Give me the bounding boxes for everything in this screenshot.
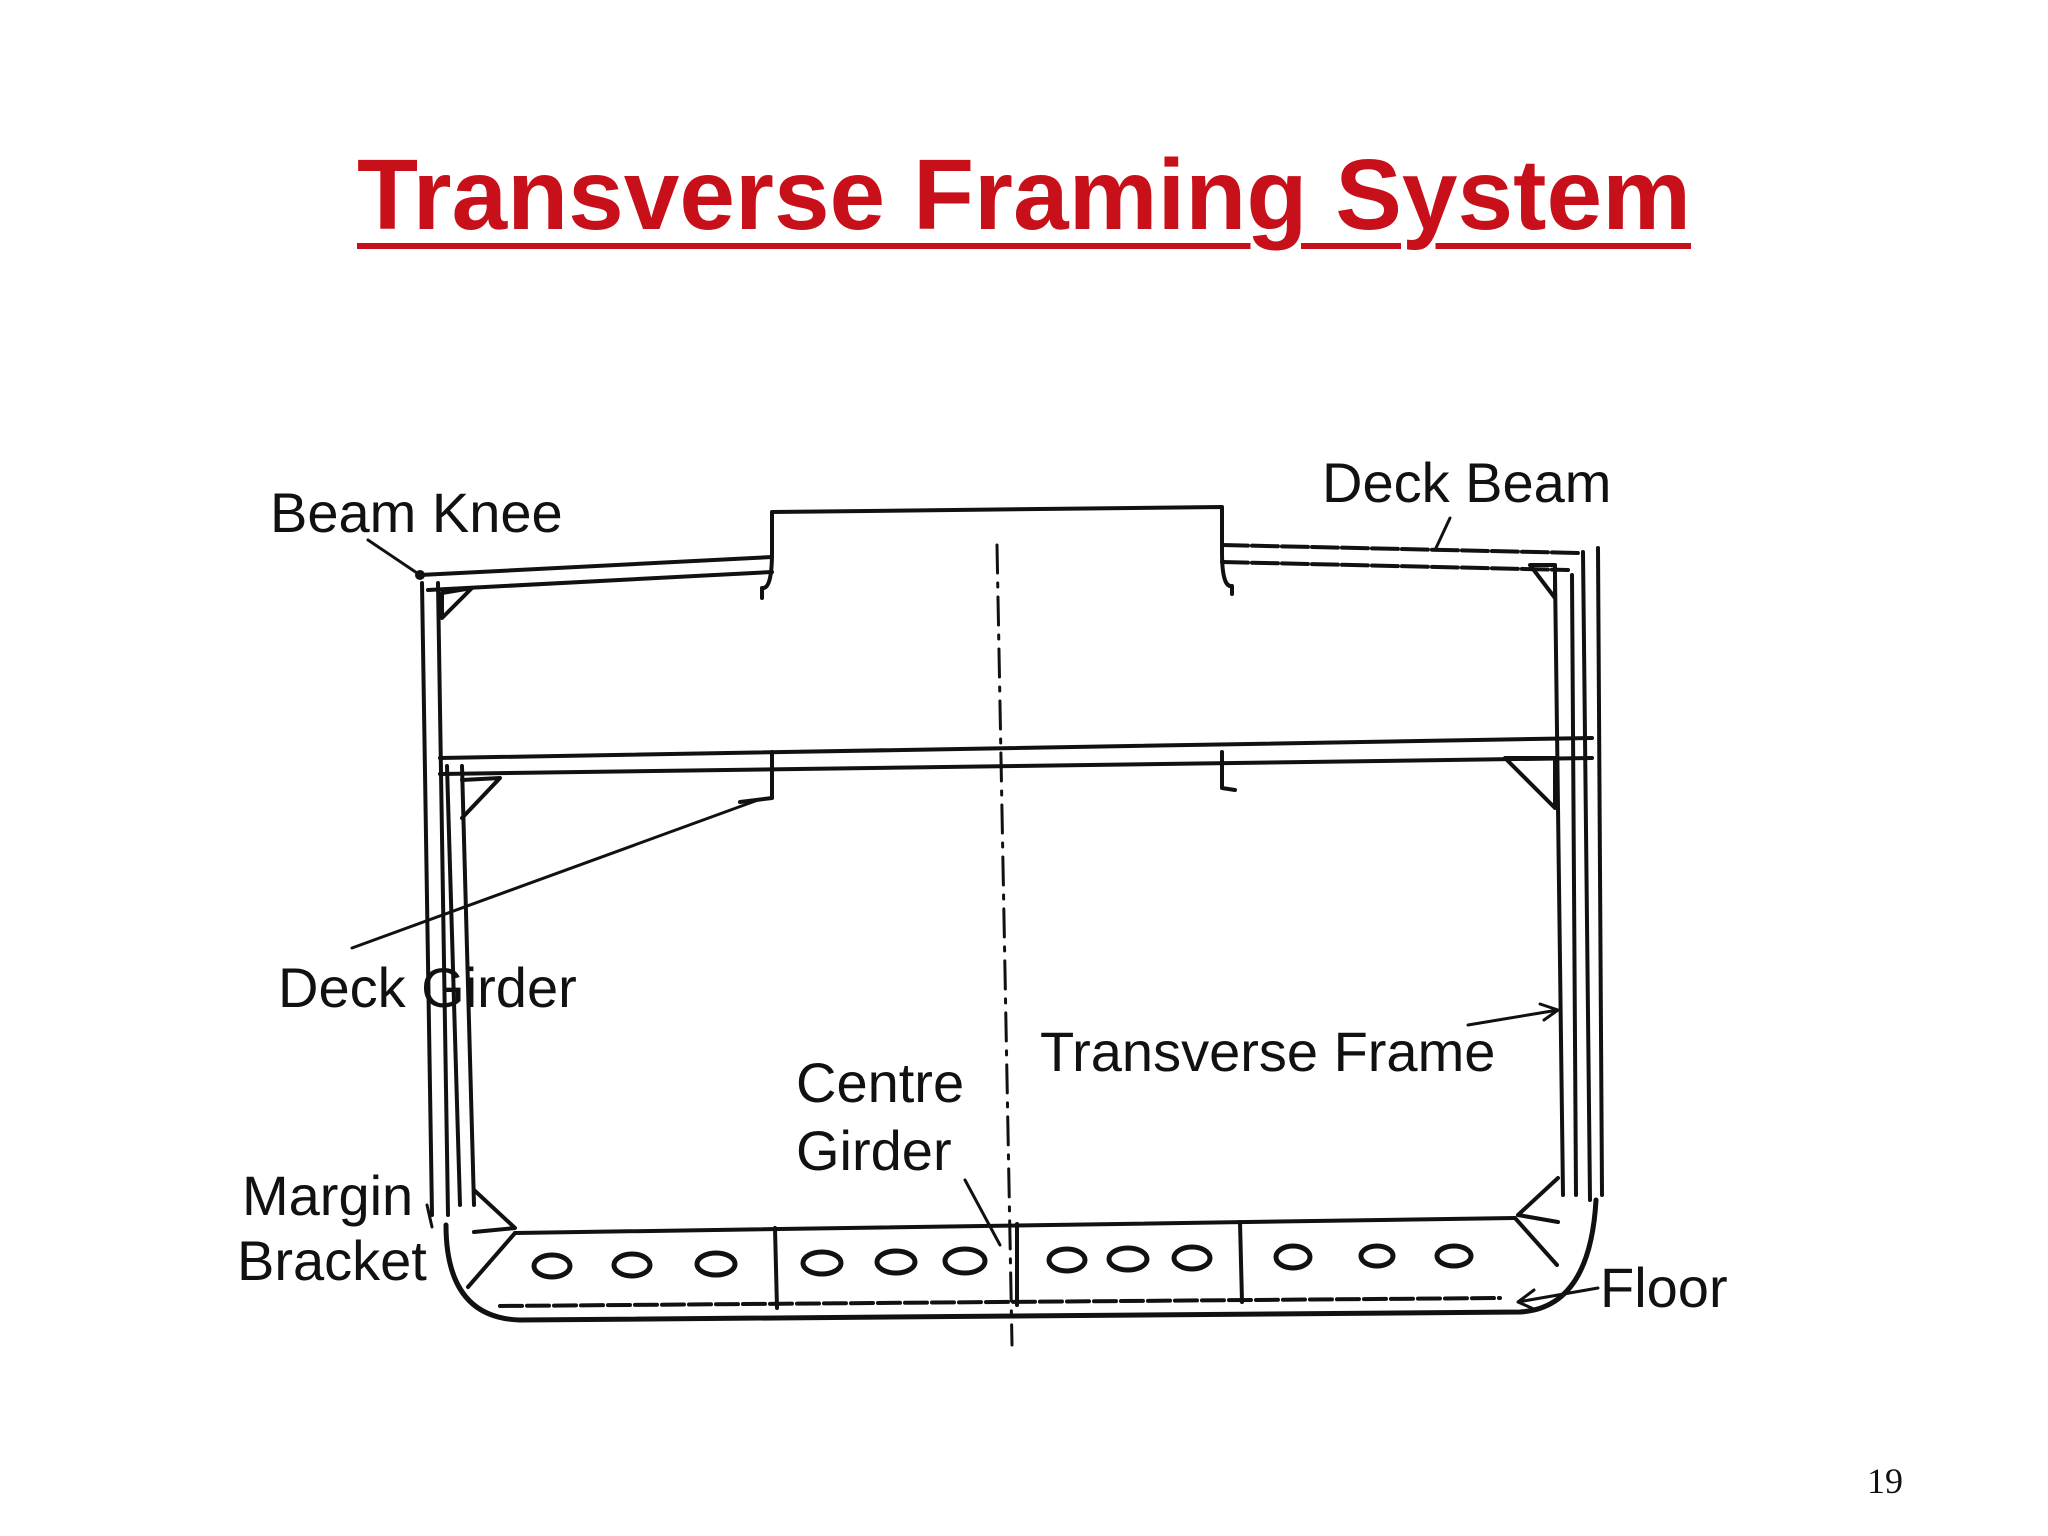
label-deck-girder: Deck Girder <box>278 956 577 1019</box>
deck-girder-leader <box>350 798 760 950</box>
label-transverse-frame: Transverse Frame <box>1040 1020 1495 1083</box>
bilge-left-inner <box>466 1231 517 1289</box>
floor-divider-3 <box>1238 1220 1244 1304</box>
margin-bracket-right <box>1516 1176 1560 1224</box>
centre-line <box>995 543 1014 1347</box>
margin-bracket-left <box>472 1188 517 1234</box>
floor-leader <box>1516 1286 1600 1312</box>
lightening-holes <box>531 1243 1474 1280</box>
label-centre-girder-line1: Centre <box>796 1051 964 1114</box>
hatch-flange-left <box>760 550 774 600</box>
hatch-coaming <box>770 505 1224 554</box>
outer-bottom-shell <box>443 1197 1599 1323</box>
slide-title: Transverse Framing System <box>357 139 1691 251</box>
upper-deck-beam-left <box>418 555 774 592</box>
hatch-flange-right <box>1220 550 1234 596</box>
label-margin-bracket-line1: Margin <box>242 1164 413 1227</box>
beam-knee-tween-right <box>1503 756 1557 810</box>
tween-deck-beam <box>438 736 1594 776</box>
beam-knee-leader-dot <box>415 570 425 580</box>
side-frame-right-outer <box>1581 546 1604 1202</box>
beam-knee-tween-left <box>460 776 502 820</box>
transverse-frame-leader <box>1466 1002 1560 1027</box>
tank-top <box>498 1296 1502 1308</box>
upper-deck-beam-right <box>1220 543 1582 572</box>
page-number: 19 <box>1867 1461 1903 1501</box>
beam-knee-upper-right <box>1528 563 1557 600</box>
deck-girder-flange-right <box>1220 750 1237 792</box>
deck-beam-leader <box>1434 516 1452 550</box>
side-frame-right-inner <box>1553 573 1578 1197</box>
side-frame-left-inner <box>445 764 476 1207</box>
centre-girder-leader <box>963 1178 1002 1247</box>
margin-bracket-leader <box>425 1203 434 1229</box>
label-margin-bracket-line2: Bracket <box>237 1229 427 1292</box>
label-deck-beam: Deck Beam <box>1322 451 1611 514</box>
bilge-right-inner <box>1513 1216 1559 1267</box>
beam-knee-upper-left <box>440 586 474 620</box>
label-beam-knee: Beam Knee <box>270 481 563 544</box>
label-centre-girder-line2: Girder <box>796 1119 952 1182</box>
beam-knee-leader <box>366 538 422 577</box>
side-frame-left <box>420 581 450 1217</box>
floor-divider-1 <box>773 1226 779 1310</box>
deck-girder-flange-left <box>738 750 774 804</box>
label-floor: Floor <box>1600 1256 1728 1319</box>
